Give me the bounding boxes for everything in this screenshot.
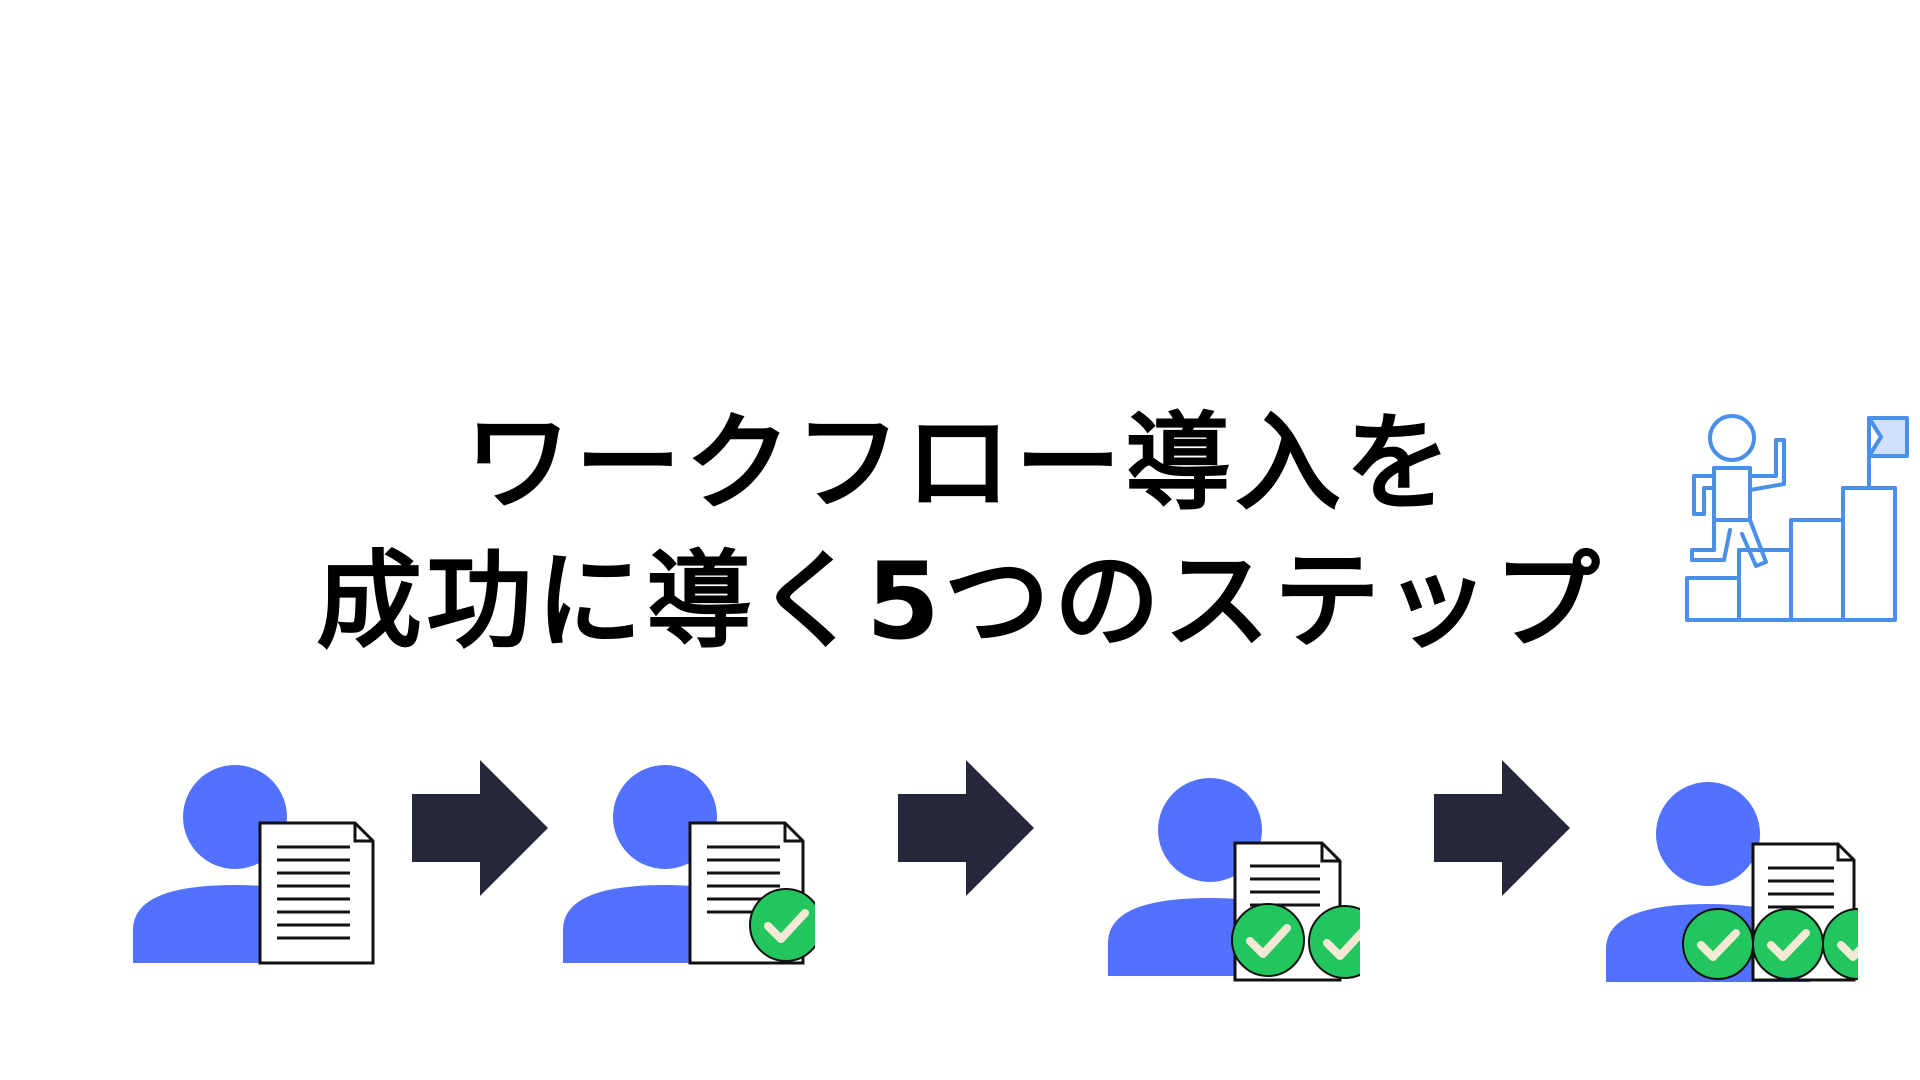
check-badge-icon [1308, 905, 1360, 979]
arrow-right-icon [412, 760, 548, 896]
check-badge-icon [749, 888, 815, 962]
arrow-right-icon [898, 760, 1034, 896]
climbing-stairs-flag-icon [1685, 414, 1909, 622]
page-title: ワークフロー導入を 成功に導く5つのステップ [0, 395, 1920, 671]
step-2-person-document-icon [563, 765, 815, 965]
title-line-1: ワークフロー導入を [465, 402, 1455, 525]
check-badge-icon [1822, 908, 1858, 980]
step-1-person-document-icon [133, 765, 375, 965]
check-badge-icon [1752, 908, 1824, 980]
step-3-person-document-icon [1108, 778, 1360, 982]
check-badge-icon [1231, 903, 1305, 977]
document-icon [258, 821, 375, 965]
arrow-right-icon [1434, 760, 1570, 896]
step-4-person-document-icon [1606, 782, 1858, 982]
check-badge-icon [1682, 908, 1754, 980]
title-line-2: 成功に導く5つのステップ [316, 540, 1604, 663]
